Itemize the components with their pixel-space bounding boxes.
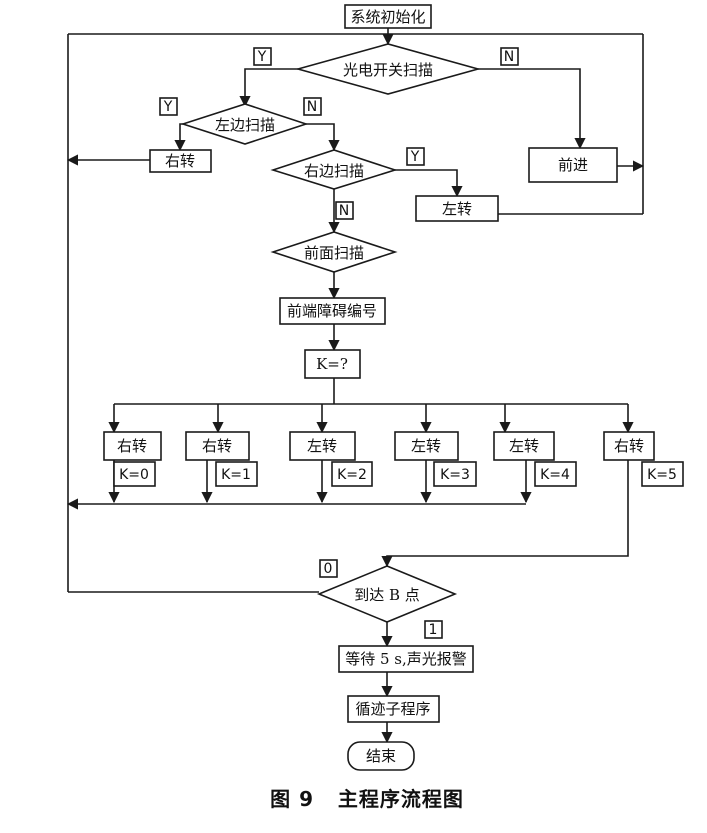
end-terminal: 结束: [347, 741, 415, 771]
branch-action: 右转: [614, 437, 644, 455]
branch-k5: 右转 K=5: [603, 431, 684, 487]
photo-scan-diamond: 光电开关扫描: [295, 43, 481, 95]
branch-action: 右转: [117, 437, 147, 455]
wait-alarm-box: 等待 5 s,声光报警: [338, 645, 474, 673]
branch-k-label: K=3: [440, 467, 470, 483]
flag-y-text: Y: [410, 149, 420, 165]
flag-one: 1: [424, 620, 443, 639]
encode-label: 前端障碍编号: [287, 302, 377, 320]
branch-k4: 左转 K=4: [493, 431, 577, 487]
right-scan-diamond: 右边扫描: [270, 149, 398, 190]
flag-n-text: N: [307, 99, 317, 115]
branch-action: 左转: [411, 437, 441, 455]
branch-k-label: K=5: [647, 467, 677, 483]
front-scan-diamond: 前面扫描: [270, 231, 398, 273]
flag-y-right: Y: [406, 147, 425, 166]
branch-k3: 左转 K=3: [394, 431, 477, 487]
branch-k1: 右转 K=1: [185, 431, 258, 487]
k-query-box: K=?: [304, 349, 361, 379]
k-query-label: K=?: [316, 355, 348, 373]
flag-y-text: Y: [257, 49, 267, 65]
right-scan-label: 右边扫描: [304, 162, 364, 180]
turn-left-box: 左转: [415, 195, 499, 222]
flag-n-photo: N: [500, 47, 519, 66]
flag-y-left: Y: [159, 97, 178, 116]
branch-k-label: K=4: [540, 467, 570, 483]
left-scan-diamond: 左边扫描: [180, 103, 309, 145]
end-label: 结束: [366, 747, 396, 765]
branch-k-label: K=1: [221, 467, 251, 483]
flag-zero: 0: [319, 559, 338, 578]
reach-b-diamond: 到达 B 点: [316, 565, 458, 623]
flag-y-text: Y: [163, 99, 173, 115]
wait-alarm-label: 等待 5 s,声光报警: [345, 650, 467, 668]
branch-k-label: K=2: [337, 467, 367, 483]
flag-zero-text: 0: [324, 561, 333, 577]
turn-right-box: 右转: [149, 149, 212, 173]
encode-box: 前端障碍编号: [279, 297, 386, 325]
photo-scan-label: 光电开关扫描: [343, 61, 433, 79]
flag-n-left: N: [303, 97, 322, 116]
forward-label: 前进: [558, 156, 588, 174]
left-scan-label: 左边扫描: [215, 116, 275, 134]
tracking-label: 循迹子程序: [355, 700, 430, 718]
front-scan-label: 前面扫描: [304, 244, 364, 262]
flag-n-text: N: [339, 203, 349, 219]
branch-k-label: K=0: [119, 467, 149, 483]
branch-action: 左转: [509, 437, 539, 455]
branch-k2: 左转 K=2: [289, 431, 373, 487]
branch-action: 右转: [202, 437, 232, 455]
figure-caption: 图 9 主程序流程图: [270, 787, 464, 811]
branch-k0: 右转 K=0: [103, 431, 162, 487]
branch-action: 左转: [307, 437, 337, 455]
turn-right-label: 右转: [165, 152, 195, 170]
tracking-box: 循迹子程序: [347, 695, 440, 723]
turn-left-label: 左转: [442, 200, 472, 218]
init-label: 系统初始化: [350, 8, 425, 26]
flag-n-right: N: [335, 201, 354, 220]
forward-box: 前进: [528, 147, 618, 183]
connector-lines: [66, 28, 645, 744]
reach-b-label: 到达 B 点: [354, 586, 420, 604]
flag-n-text: N: [504, 49, 514, 65]
flag-y-photo: Y: [253, 47, 272, 66]
flag-one-text: 1: [429, 622, 438, 638]
init-box: 系统初始化: [344, 4, 432, 29]
